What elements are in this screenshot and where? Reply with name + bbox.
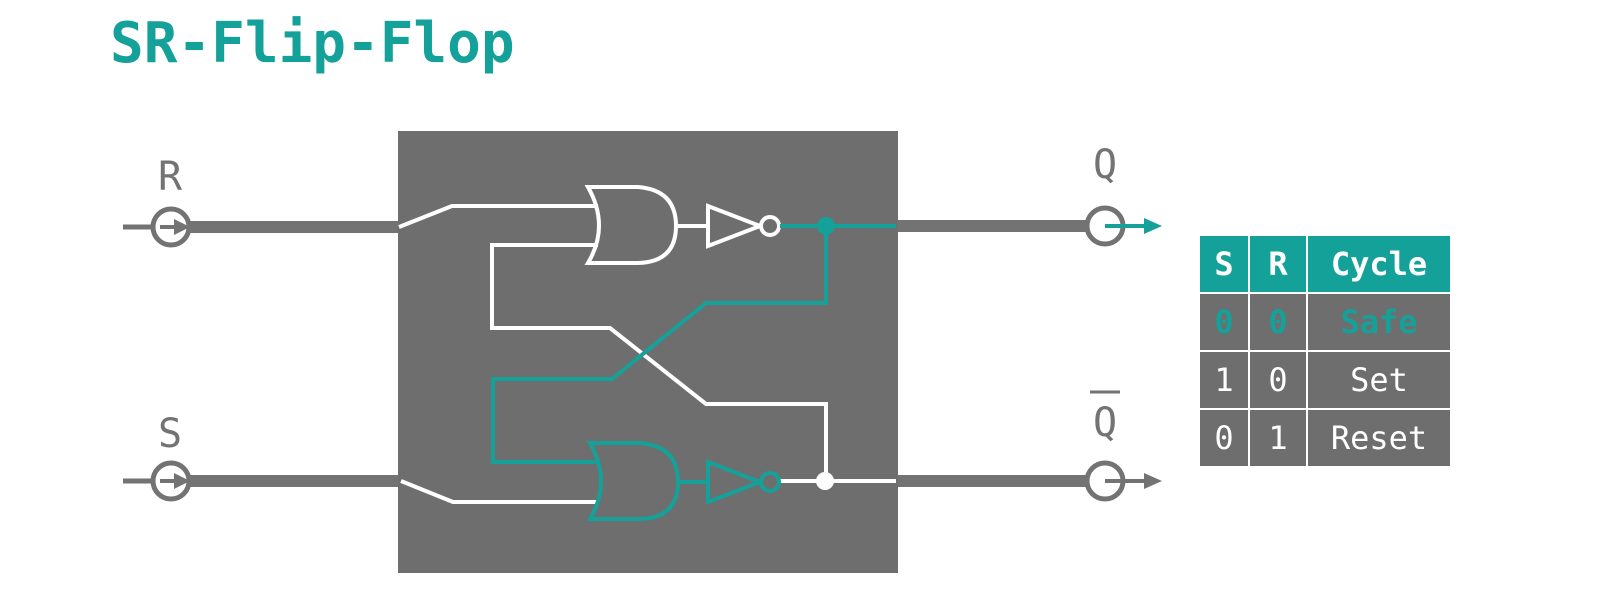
input-s-terminal bbox=[123, 460, 192, 502]
inverter-bottom-bubble bbox=[759, 471, 781, 493]
row-reset-s: 0 bbox=[1200, 410, 1248, 466]
row-safe-s: 0 bbox=[1200, 294, 1248, 350]
header-r: R bbox=[1250, 236, 1306, 292]
qbar-junction-dot bbox=[816, 472, 834, 490]
input-r-label: R bbox=[158, 154, 183, 200]
row-set-r: 0 bbox=[1250, 352, 1306, 408]
row-safe-cycle: Safe bbox=[1308, 294, 1450, 350]
white-circuit bbox=[398, 204, 896, 504]
truth-table: S R Cycle 0 0 Safe 1 0 Set 0 1 Reset bbox=[1198, 234, 1452, 468]
input-s-label: S bbox=[158, 411, 182, 457]
header-s: S bbox=[1200, 236, 1248, 292]
qbar-feedback-wire bbox=[490, 243, 828, 481]
row-safe-r: 0 bbox=[1250, 294, 1306, 350]
or-gate-bottom bbox=[586, 441, 681, 521]
q-feedback-wire bbox=[491, 226, 828, 464]
or-gate-top bbox=[584, 185, 679, 265]
inverter-top-bubble bbox=[759, 215, 781, 237]
row-reset-cycle: Reset bbox=[1308, 410, 1450, 466]
inverter-top bbox=[706, 203, 766, 249]
table-row: 0 1 Reset bbox=[1200, 410, 1450, 466]
table-row: 0 0 Safe bbox=[1200, 294, 1450, 350]
truth-table-header-row: S R Cycle bbox=[1200, 236, 1450, 292]
r-switch-wire bbox=[398, 204, 598, 229]
q-junction-dot bbox=[817, 217, 835, 235]
row-set-cycle: Set bbox=[1308, 352, 1450, 408]
output-qbar-terminal bbox=[1084, 460, 1162, 502]
page-title: SR-Flip-Flop bbox=[110, 11, 515, 76]
row-reset-r: 1 bbox=[1250, 410, 1306, 466]
output-q-terminal bbox=[1084, 205, 1162, 247]
s-switch-wire bbox=[400, 479, 598, 504]
row-set-s: 1 bbox=[1200, 352, 1248, 408]
header-cycle: Cycle bbox=[1308, 236, 1450, 292]
output-qbar-label: Q bbox=[1093, 400, 1117, 446]
inverter-bottom bbox=[706, 459, 766, 505]
table-row: 1 0 Set bbox=[1200, 352, 1450, 408]
output-q-label: Q bbox=[1093, 142, 1117, 188]
teal-circuit bbox=[491, 224, 896, 484]
input-r-terminal bbox=[123, 206, 192, 248]
